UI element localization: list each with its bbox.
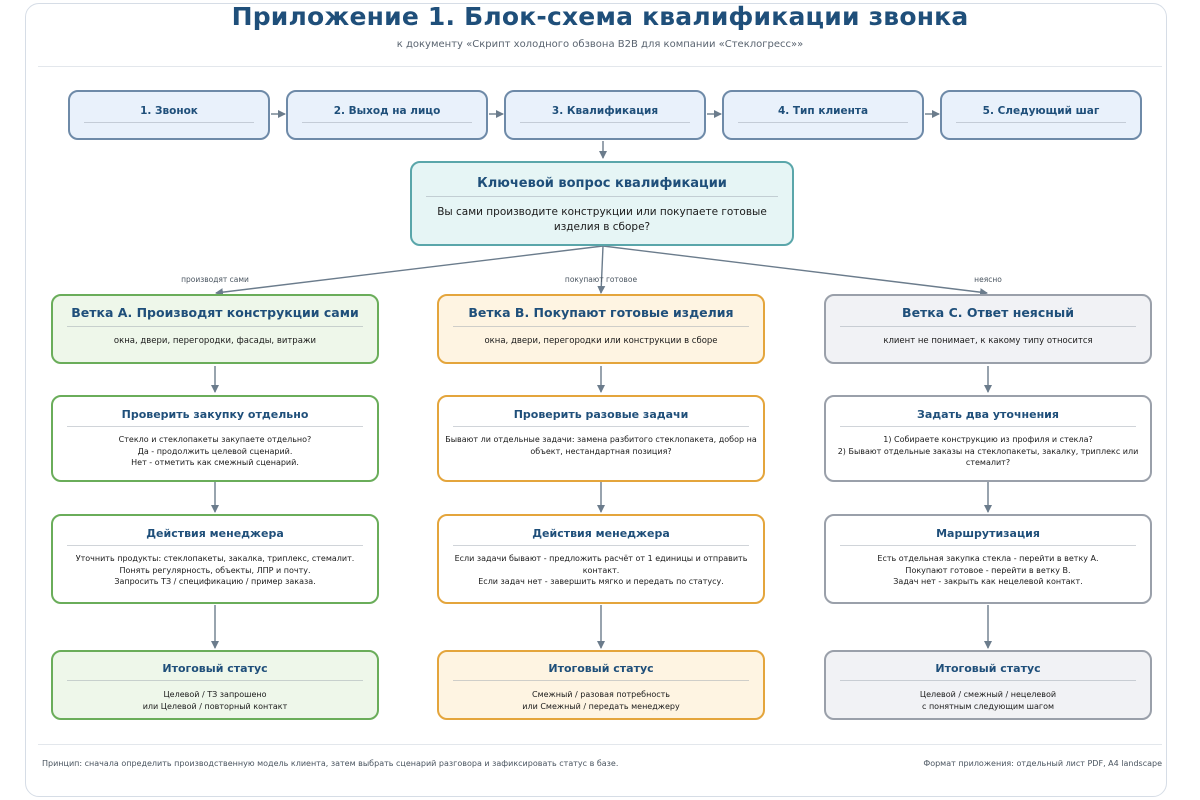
branch-c-text: клиент не понимает, к какому типу относи… — [883, 336, 1093, 346]
branch-a-check-text: Стекло и стеклопакеты закупаете отдельно… — [118, 435, 312, 468]
step-label: 1. Звонок — [84, 105, 254, 123]
step-call: 1. Звонок — [68, 90, 270, 140]
step-qualification: 3. Квалификация — [504, 90, 706, 140]
branch-b-status: Итоговый статус Смежный / разовая потреб… — [437, 650, 765, 720]
arrow-key-branch-c — [602, 245, 988, 297]
branch-a-actions-text: Уточнить продукты: стеклопакеты, закалка… — [75, 554, 355, 587]
step-label: 5. Следующий шаг — [956, 105, 1126, 123]
branch-a-text: окна, двери, перегородки, фасады, витраж… — [113, 336, 317, 346]
branch-label-c: неясно — [974, 275, 1002, 284]
branch-a-status-text: Целевой / ТЗ запрошено или Целевой / пов… — [142, 690, 288, 711]
page-title: Приложение 1. Блок-схема квалификации зв… — [231, 2, 969, 31]
branch-b-check-title: Проверить разовые задачи — [453, 408, 749, 427]
branch-c-actions: Маршрутизация Есть отдельная закупка сте… — [824, 514, 1152, 604]
branch-a-actions: Действия менеджера Уточнить продукты: ст… — [51, 514, 379, 604]
branch-b-text: окна, двери, перегородки или конструкции… — [484, 336, 718, 346]
branch-c-status-title: Итоговый статус — [840, 662, 1136, 681]
branch-c-title: Ветка С. Ответ неясный — [840, 305, 1136, 327]
branch-a-title: Ветка А. Производят конструкции сами — [67, 305, 363, 327]
branch-label-a: производят сами — [181, 275, 249, 284]
branch-c-check: Задать два уточнения 1) Собираете констр… — [824, 395, 1152, 482]
branch-c-check-text: 1) Собираете конструкцию из профиля и ст… — [837, 435, 1139, 468]
footer-divider — [38, 744, 1162, 745]
arrow-key-branch-a — [215, 245, 604, 297]
step-label: 2. Выход на лицо — [302, 105, 472, 123]
branch-a-actions-title: Действия менеджера — [67, 527, 363, 546]
branch-b-actions-title: Действия менеджера — [453, 527, 749, 546]
branch-c-head: Ветка С. Ответ неясный клиент не понимае… — [824, 294, 1152, 364]
branch-a-status-title: Итоговый статус — [67, 662, 363, 681]
key-question-box: Ключевой вопрос квалификации Вы сами про… — [410, 161, 794, 246]
branch-label-b: покупают готовое — [564, 275, 638, 284]
branch-b-actions: Действия менеджера Если задачи бывают - … — [437, 514, 765, 604]
branch-b-check: Проверить разовые задачи Бывают ли отдел… — [437, 395, 765, 482]
branch-b-actions-text: Если задачи бывают - предложить расчёт о… — [454, 554, 748, 587]
branch-b-head: Ветка B. Покупают готовые изделия окна, … — [437, 294, 765, 364]
branch-c-actions-title: Маршрутизация — [840, 527, 1136, 546]
arrow-key-branch-b — [597, 245, 606, 294]
header-divider — [38, 66, 1162, 67]
step-next-step: 5. Следующий шаг — [940, 90, 1142, 140]
footer-principle: Принцип: сначала определить производстве… — [42, 759, 619, 768]
branch-a-check: Проверить закупку отдельно Стекло и стек… — [51, 395, 379, 482]
footer-format: Формат приложения: отдельный лист PDF, A… — [923, 759, 1162, 768]
key-question-title: Ключевой вопрос квалификации — [426, 176, 778, 197]
branch-b-status-title: Итоговый статус — [453, 662, 749, 681]
key-question-text: Вы сами производите конструкции или поку… — [437, 206, 767, 234]
step-client-type: 4. Тип клиента — [722, 90, 924, 140]
branch-c-check-title: Задать два уточнения — [840, 408, 1136, 427]
page-subtitle: к документу «Скрипт холодного обзвона B2… — [396, 39, 804, 50]
branch-a-head: Ветка А. Производят конструкции сами окн… — [51, 294, 379, 364]
branch-a-check-title: Проверить закупку отдельно — [67, 408, 363, 427]
branch-b-title: Ветка B. Покупают готовые изделия — [453, 305, 749, 327]
branch-b-status-text: Смежный / разовая потребность или Смежны… — [522, 690, 680, 711]
branch-c-status-text: Целевой / смежный / нецелевой с понятным… — [919, 690, 1057, 711]
step-label: 3. Квалификация — [520, 105, 690, 123]
branch-a-status: Итоговый статус Целевой / ТЗ запрошено и… — [51, 650, 379, 720]
branch-c-status: Итоговый статус Целевой / смежный / неце… — [824, 650, 1152, 720]
step-reach-dm: 2. Выход на лицо — [286, 90, 488, 140]
branch-c-actions-text: Есть отдельная закупка стекла - перейти … — [877, 554, 1099, 587]
step-label: 4. Тип клиента — [738, 105, 908, 123]
branch-b-check-text: Бывают ли отдельные задачи: замена разби… — [445, 435, 757, 456]
